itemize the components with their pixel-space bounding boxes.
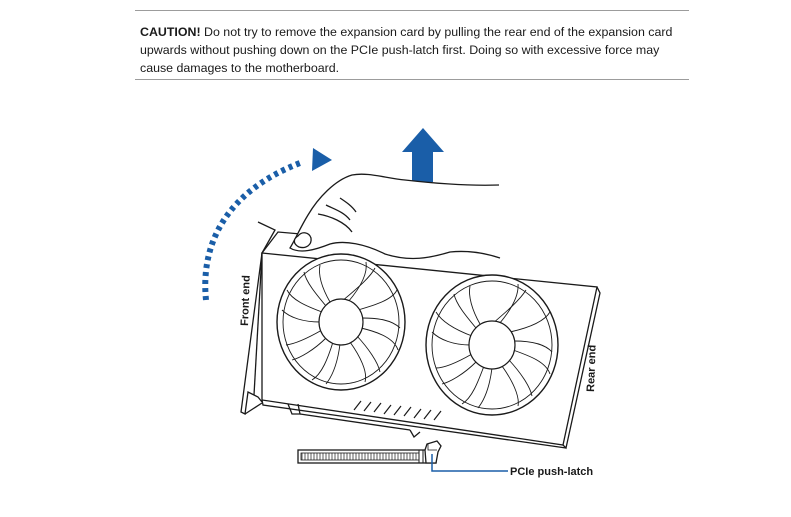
pcie-push-latch-label: PCIe push-latch	[510, 466, 593, 478]
fan-left	[276, 253, 406, 391]
caution-box: CAUTION! Do not try to remove the expans…	[135, 10, 689, 80]
rotation-arrowhead-icon	[312, 148, 332, 171]
latch-callout-line	[431, 454, 508, 472]
pcie-push-latch	[424, 440, 442, 464]
rotation-arrow-path	[202, 160, 302, 301]
card-bracket	[240, 221, 276, 415]
caution-body: Do not try to remove the expansion card …	[140, 25, 673, 75]
pull-up-arrow-icon	[402, 128, 444, 182]
rear-end-label: Rear end	[585, 345, 599, 392]
pcie-slot	[297, 449, 437, 464]
caution-heading: CAUTION!	[140, 25, 201, 39]
caution-text: CAUTION! Do not try to remove the expans…	[140, 23, 685, 77]
vent-slots	[353, 400, 442, 421]
hand-illustration	[289, 173, 501, 260]
front-end-label: Front end	[239, 275, 253, 326]
fan-right	[425, 274, 559, 416]
